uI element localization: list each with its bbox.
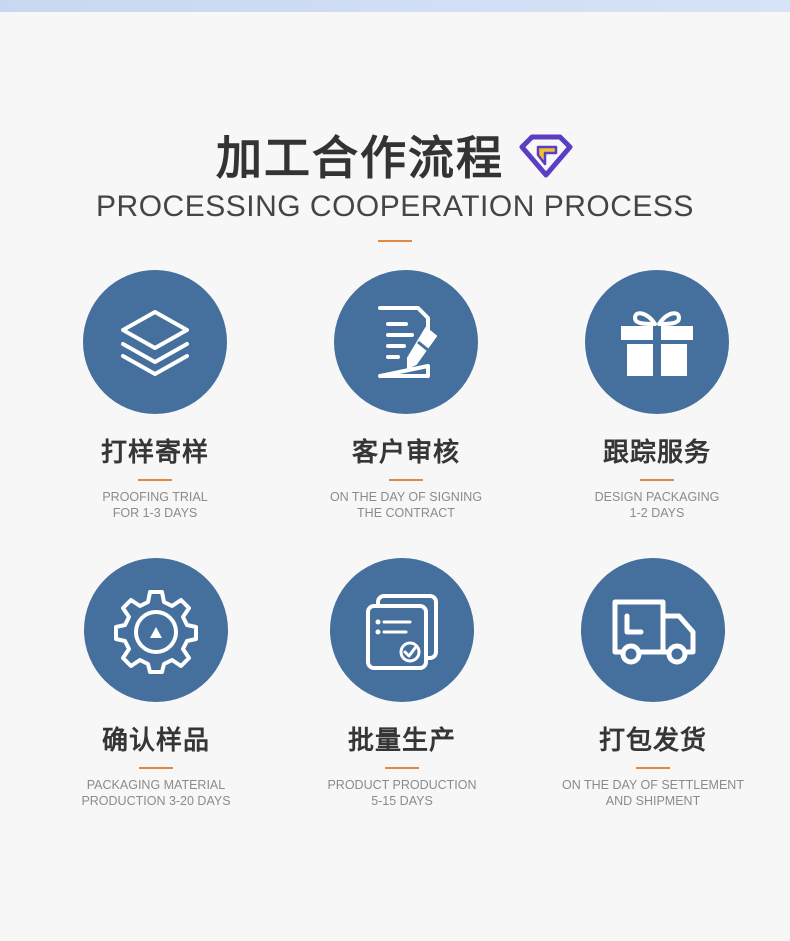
process-step-tracking: 跟踪服务 DESIGN PACKAGING 1-2 DAYS (547, 270, 767, 521)
step-title: 打包发货 (598, 726, 707, 756)
step-description: PRODUCT PRODUCTION 5-15 DAYS (292, 777, 512, 809)
title-divider (378, 240, 412, 242)
step-icon-circle (581, 558, 725, 702)
top-strip (0, 0, 790, 12)
step-description: DESIGN PACKAGING 1-2 DAYS (547, 489, 767, 521)
step-title: 批量生产 (347, 726, 456, 756)
process-step-mass-production: 批量生产 PRODUCT PRODUCTION 5-15 DAYS (292, 558, 512, 809)
step-icon-circle (330, 558, 474, 702)
step-divider (138, 479, 172, 481)
gear-icon (114, 590, 198, 674)
process-step-confirm-sample: 确认样品 PACKAGING MATERIAL PRODUCTION 3-20 … (46, 558, 266, 809)
step-description-line: AND SHIPMENT (605, 794, 701, 808)
step-description: PROOFING TRIAL FOR 1-3 DAYS (45, 489, 265, 521)
step-divider (640, 479, 674, 481)
step-title: 确认样品 (101, 726, 210, 756)
contract-pen-icon (378, 306, 437, 378)
process-header: 加工合作流程 PROCESSING COOPERATION PROCESS (0, 120, 790, 242)
layers-icon (121, 310, 189, 376)
step-divider (139, 767, 173, 769)
step-icon-circle (84, 558, 228, 702)
step-description-line: THE CONTRACT (357, 506, 455, 520)
step-description-line: PRODUCTION 3-20 DAYS (81, 794, 231, 808)
step-title: 打样寄样 (100, 438, 209, 468)
checklist-document-icon (366, 594, 438, 670)
gem-icon (518, 133, 574, 179)
step-icon-circle (585, 270, 729, 414)
step-description-line: FOR 1-3 DAYS (112, 506, 198, 520)
step-description-line: DESIGN PACKAGING (594, 490, 720, 504)
step-title: 跟踪服务 (602, 438, 711, 468)
page-subtitle: PROCESSING COOPERATION PROCESS (96, 190, 694, 223)
step-divider (385, 767, 419, 769)
delivery-truck-icon (612, 599, 696, 665)
step-description: PACKAGING MATERIAL PRODUCTION 3-20 DAYS (46, 777, 266, 809)
step-description-line: 5-15 DAYS (371, 794, 433, 808)
gift-icon (621, 311, 693, 376)
step-description-line: 1-2 DAYS (629, 506, 685, 520)
process-step-proofing: 打样寄样 PROOFING TRIAL FOR 1-3 DAYS (45, 270, 265, 521)
step-description-line: ON THE DAY OF SETTLEMENT (562, 778, 744, 792)
process-step-shipping: 打包发货 ON THE DAY OF SETTLEMENT AND SHIPME… (543, 558, 763, 809)
step-divider (389, 479, 423, 481)
step-icon-circle (83, 270, 227, 414)
step-description: ON THE DAY OF SIGNING THE CONTRACT (296, 489, 516, 521)
step-description: ON THE DAY OF SETTLEMENT AND SHIPMENT (543, 777, 763, 809)
title-row: 加工合作流程 (216, 120, 574, 190)
step-icon-circle (334, 270, 478, 414)
step-description-line: PRODUCT PRODUCTION (327, 778, 477, 792)
step-description-line: ON THE DAY OF SIGNING (329, 490, 483, 504)
step-title: 客户审核 (351, 438, 460, 468)
process-step-review: 客户审核 ON THE DAY OF SIGNING THE CONTRACT (296, 270, 516, 521)
step-description-line: PACKAGING MATERIAL (86, 778, 226, 792)
step-description-line: PROOFING TRIAL (102, 490, 208, 504)
page-title: 加工合作流程 (216, 131, 504, 185)
step-divider (636, 767, 670, 769)
